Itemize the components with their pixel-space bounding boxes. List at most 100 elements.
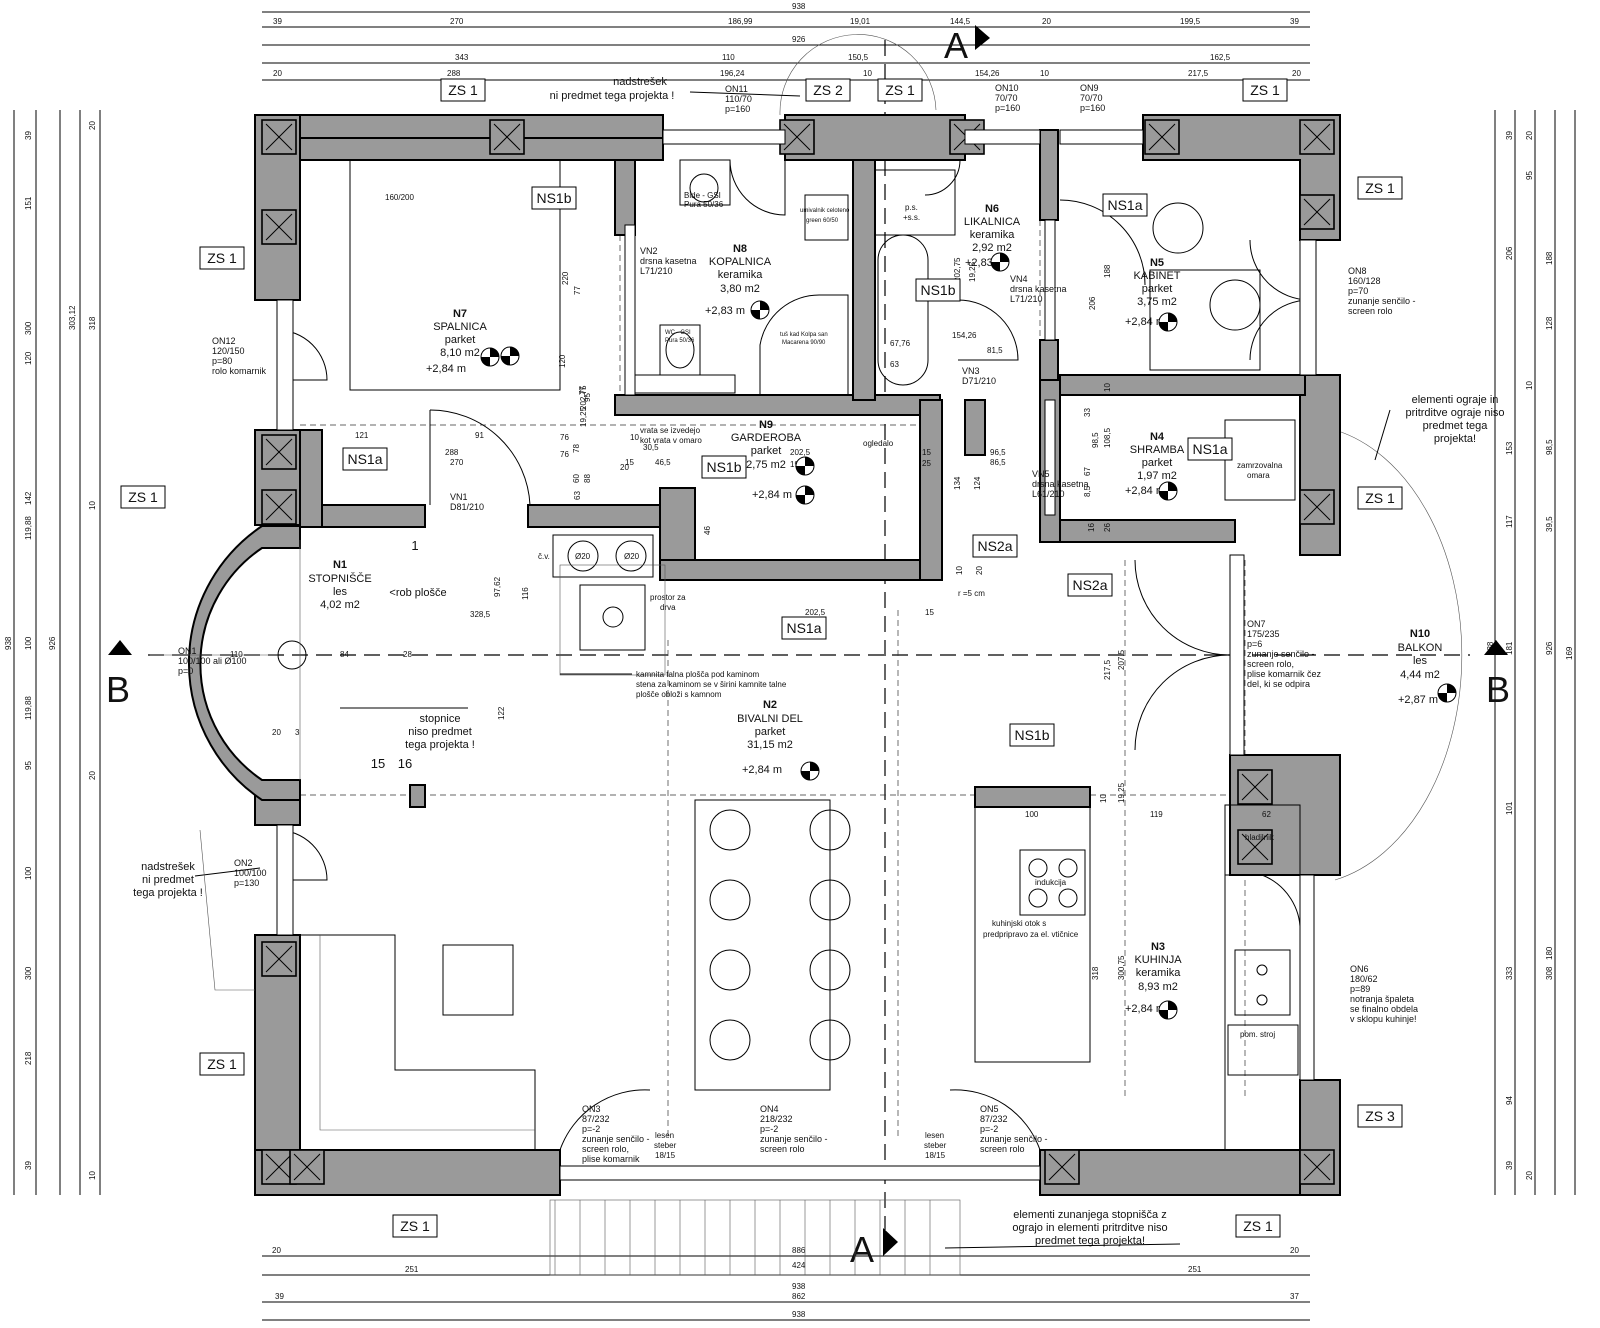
dim-label: 77	[578, 386, 587, 395]
stone-note: kamnita talna plošča pod kaminom	[636, 670, 760, 679]
freezer	[1224, 419, 1296, 501]
dim-label: 202,5	[790, 448, 811, 457]
room-name: SPALNICA	[433, 321, 487, 333]
dim-label: 251	[405, 1265, 419, 1274]
firewood-label: drva	[660, 603, 676, 612]
room-level: +2,84 m	[426, 363, 466, 375]
dim-label: 333	[1505, 966, 1514, 980]
dim-label: 20	[1525, 131, 1534, 140]
dim-label: 154,26	[952, 331, 977, 340]
dim-label: 10	[88, 1171, 97, 1180]
tag-zs1: ZS 1	[199, 1052, 245, 1076]
railing-note: elementi ograje in	[1412, 394, 1499, 406]
dim-label: 46,5	[655, 458, 671, 467]
dim-label: 62	[1262, 810, 1271, 819]
dim-label: 122	[497, 706, 506, 720]
wall-column	[261, 941, 297, 977]
dim-label: 95	[1525, 171, 1534, 180]
dim-label: 217,5	[1188, 69, 1209, 78]
dim-label: 303,12	[68, 305, 77, 330]
bed-size-label: 160/200	[385, 193, 414, 202]
dim-label: 108,5	[1103, 427, 1112, 448]
dim-label: 19,25	[1117, 782, 1126, 803]
room-finish: les	[333, 586, 348, 598]
flue-label: Ø20	[575, 552, 591, 561]
dim-label: 20	[88, 121, 97, 130]
dim-total-886: 886	[792, 1246, 806, 1255]
dim-label: 343	[455, 53, 469, 62]
tag-zs1: ZS 1	[1357, 176, 1403, 200]
dim-label: 39	[1505, 131, 1514, 140]
dim-label: 120	[24, 351, 33, 365]
room-finish: parket	[1142, 283, 1173, 295]
dim-label: 300	[24, 321, 33, 335]
dim-label: 119	[1150, 810, 1163, 819]
dim-label: 121	[355, 431, 369, 440]
svg-text:NS1b: NS1b	[1014, 727, 1049, 743]
level-marker	[500, 346, 520, 366]
dim-label: 67	[1083, 467, 1092, 476]
column-note: steber	[924, 1141, 947, 1150]
dim-label: 124	[973, 476, 982, 490]
cv-label: č.v.	[538, 552, 550, 561]
dim-label: 20	[88, 771, 97, 780]
room-name: GARDEROBA	[731, 432, 802, 444]
dim-label: 424	[792, 1261, 806, 1270]
tag-ns1b: NS1b	[915, 278, 961, 302]
dim-label: 142	[24, 491, 33, 505]
room-n7: N7 SPALNICA parket 8,10 m2 +2,84 m	[426, 308, 487, 375]
dim-label: 15	[922, 448, 931, 457]
dishwasher-label: pom. stroj	[1240, 1030, 1275, 1039]
dim-label: 151	[24, 196, 33, 210]
dim-label: 169	[1565, 646, 1574, 660]
dim-label: 63	[890, 360, 899, 369]
room-area: 31,15 m2	[747, 739, 793, 751]
dim-label: 15	[925, 608, 934, 617]
dim-label: 20	[272, 728, 281, 737]
dim-label: 153	[1505, 441, 1514, 455]
wall-column	[261, 119, 297, 155]
stair-step-number: 1	[411, 538, 418, 553]
column-note: steber	[654, 1141, 677, 1150]
svg-text:ZS 1: ZS 1	[1250, 82, 1280, 98]
dim-label: 180	[1545, 946, 1554, 960]
tag-zs1: ZS 1	[1235, 1214, 1281, 1238]
room-n5: N5 KABINET parket 3,75 m2 +2,84 m	[1125, 257, 1181, 328]
canopy-left-note: nadstrešek	[141, 861, 195, 873]
room-finish: keramika	[718, 269, 764, 281]
column-note: lesen	[655, 1131, 674, 1140]
dim-label: 46	[703, 526, 712, 535]
tag-ns1a: NS1a	[781, 616, 827, 640]
dim-total-926: 926	[792, 35, 806, 44]
bidet-label: Bide - GSI	[684, 191, 721, 200]
room-area: 1,97 m2	[1137, 470, 1177, 482]
dim-label: 39	[273, 17, 282, 26]
stone-note: plošče obloži s kamnom	[636, 690, 722, 699]
room-n10: N10 BALKON les 4,44 m2 +2,87 m	[1398, 628, 1443, 706]
dim-label: 86,5	[990, 458, 1006, 467]
dim-label: 938	[4, 636, 13, 650]
dim-label: 220	[561, 271, 570, 285]
room-code: N2	[763, 699, 777, 711]
tag-zs1: ZS 1	[392, 1214, 438, 1238]
dim-label: 63	[573, 491, 582, 500]
section-b-left-arrow	[108, 640, 132, 655]
dim-label: 94	[1505, 1096, 1514, 1105]
stairs-note: niso predmet	[408, 726, 472, 738]
fridge-label: hladilnik	[1245, 833, 1275, 842]
room-code: N6	[985, 203, 999, 215]
svg-text:NS1b: NS1b	[920, 282, 955, 298]
tag-ns1a: NS1a	[342, 447, 388, 471]
wall-column	[1299, 194, 1335, 230]
dim-label: 300	[24, 966, 33, 980]
room-n6: N6 LIKALNICA keramika 2,92 m2 +2,83 m	[964, 203, 1021, 269]
dim-label: 150,5	[848, 53, 869, 62]
svg-text:NS2a: NS2a	[1072, 577, 1107, 593]
dim-label: 10	[1040, 69, 1049, 78]
dim-label: 67,76	[890, 339, 911, 348]
room-level: +2,84 m	[1125, 1003, 1165, 1015]
